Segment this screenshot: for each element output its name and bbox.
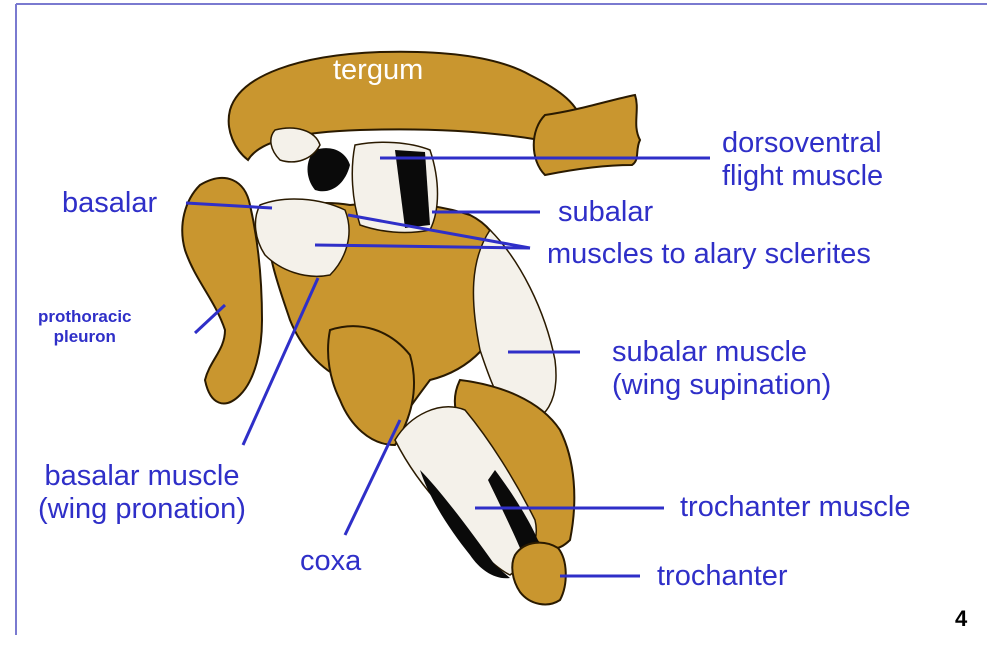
label-dorsoventral: dorsoventral flight muscle bbox=[722, 127, 883, 193]
label-dorsoventral-line2: flight muscle bbox=[722, 160, 883, 193]
label-basalar-muscle: basalar muscle (wing pronation) bbox=[38, 460, 246, 526]
label-dorsoventral-line1: dorsoventral bbox=[722, 127, 883, 160]
label-coxa: coxa bbox=[300, 545, 361, 578]
prothoracic-pleuron-shape bbox=[182, 178, 262, 403]
label-basalar-muscle-line1: basalar muscle bbox=[38, 460, 246, 493]
alary-sclerites-shape bbox=[255, 199, 349, 276]
label-subalar: subalar bbox=[558, 196, 653, 229]
dark-muscle-patch-2 bbox=[308, 148, 351, 191]
label-trochanter-muscle: trochanter muscle bbox=[680, 491, 911, 524]
label-prothoracic-line1: prothoracic bbox=[38, 307, 132, 327]
trochanter-shape bbox=[512, 543, 565, 605]
label-muscles-to-alary-sclerites: muscles to alary sclerites bbox=[547, 238, 871, 271]
label-prothoracic-line2: pleuron bbox=[38, 327, 132, 347]
label-prothoracic-pleuron: prothoracic pleuron bbox=[38, 307, 132, 347]
label-subalar-muscle-line1: subalar muscle bbox=[612, 336, 831, 369]
label-subalar-muscle-line2: (wing supination) bbox=[612, 369, 831, 402]
label-basalar: basalar bbox=[62, 187, 157, 220]
label-trochanter: trochanter bbox=[657, 560, 788, 593]
page-number: 4 bbox=[955, 606, 967, 632]
label-basalar-muscle-line2: (wing pronation) bbox=[38, 493, 246, 526]
label-subalar-muscle: subalar muscle (wing supination) bbox=[612, 336, 831, 402]
label-tergum: tergum bbox=[333, 54, 423, 87]
